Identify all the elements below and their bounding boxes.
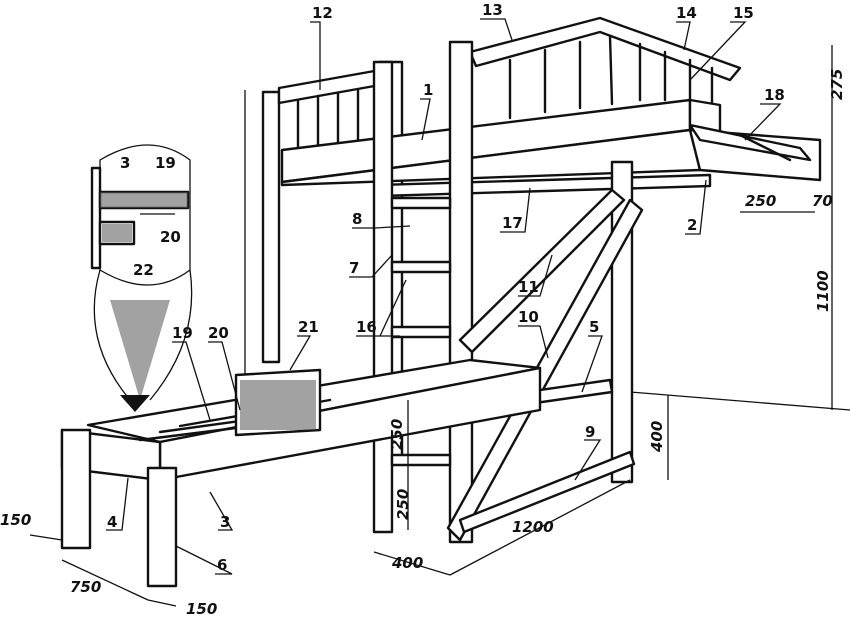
callout-18: 18 [764, 86, 785, 104]
dimension-texts: 275 250 70 1100 400 250 250 400 1200 150… [0, 69, 846, 618]
callout-5: 5 [589, 318, 599, 336]
callout-15: 15 [733, 4, 754, 22]
callout-6: 6 [217, 556, 227, 574]
dim-upper-height: 1100 [814, 270, 832, 312]
callout-4: 4 [107, 513, 117, 531]
dim-leg-left: 150 [0, 511, 31, 529]
floor-lines [244, 90, 850, 411]
callout-19-bed: 19 [172, 324, 193, 342]
inset-callout-20: 20 [160, 228, 181, 246]
callout-16: 16 [356, 318, 377, 336]
inset-detail [90, 144, 193, 401]
dim-bed-width: 750 [70, 578, 101, 596]
callout-11: 11 [518, 278, 539, 296]
callout-14: 14 [676, 4, 697, 22]
inset-arrow [120, 395, 150, 412]
callout-3: 3 [220, 513, 230, 531]
callout-2: 2 [687, 216, 697, 234]
inset-callout-19: 19 [155, 154, 176, 172]
dim-length: 1200 [512, 518, 554, 536]
dim-lower-height: 400 [648, 421, 666, 453]
callout-1: 1 [423, 81, 433, 99]
callout-21: 21 [298, 318, 319, 336]
lower-bed [60, 358, 542, 588]
callout-12: 12 [312, 4, 333, 22]
dim-ladder-width: 400 [391, 554, 423, 572]
callout-7: 7 [349, 259, 359, 277]
dimension-lines [29, 45, 833, 607]
dim-step: 70 [812, 192, 833, 210]
callout-9: 9 [585, 423, 595, 441]
inset-callout-3: 3 [120, 154, 130, 172]
dim-ladder-step-bottom: 250 [394, 489, 412, 520]
callout-labels: 12 13 14 15 1 18 2 17 8 7 11 10 5 16 21 … [107, 1, 785, 574]
callout-20-bed: 20 [208, 324, 229, 342]
dim-leg-right: 150 [186, 600, 217, 618]
dim-ladder-step-top: 250 [388, 419, 406, 450]
dim-overhang: 250 [745, 192, 776, 210]
inset-callout-22: 22 [133, 261, 154, 279]
callout-10: 10 [518, 308, 539, 326]
diagonal-braces [446, 188, 644, 542]
callout-17: 17 [502, 214, 523, 232]
callout-8: 8 [352, 210, 362, 228]
dim-rail-height: 275 [828, 69, 846, 100]
leader-lines [106, 18, 782, 575]
callout-13: 13 [482, 1, 503, 19]
